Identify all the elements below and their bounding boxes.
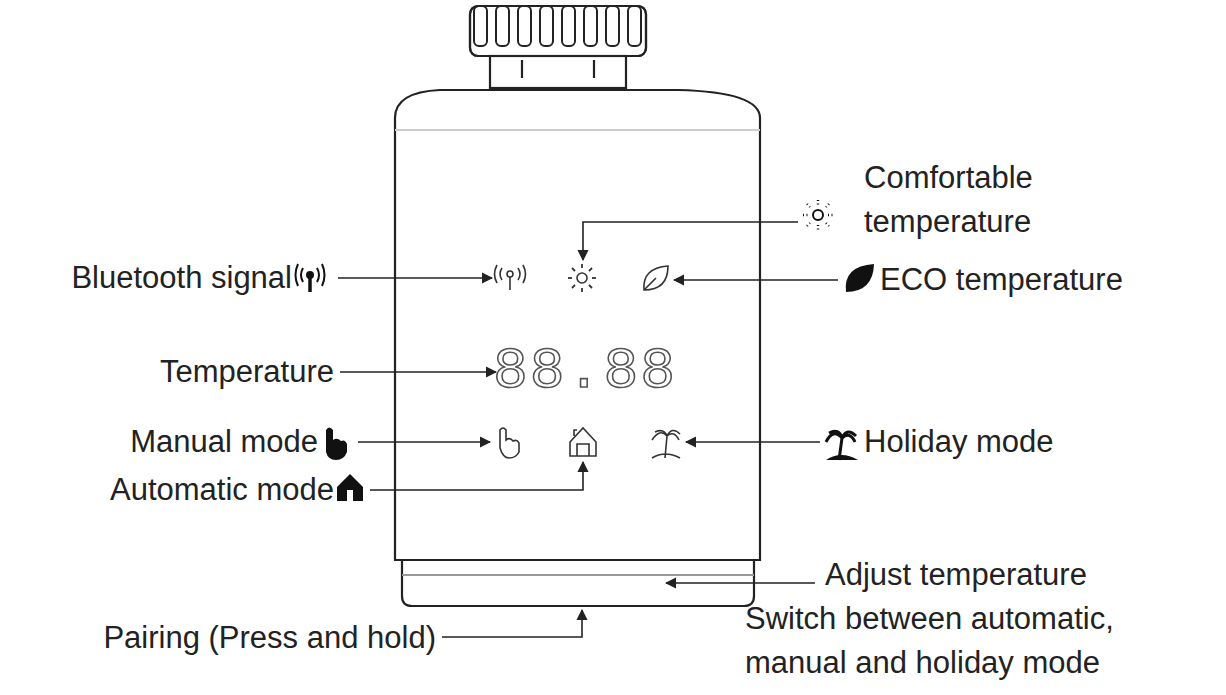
switch-label: Switch between automatic, manual and hol… — [745, 597, 1223, 685]
manual-label: Manual mode — [130, 420, 318, 464]
automatic-label: Automatic mode — [110, 468, 334, 512]
holiday-label: Holiday mode — [864, 420, 1054, 464]
display-digits: 88.88 — [493, 342, 677, 402]
adjust-label: Adjust temperature — [825, 553, 1087, 597]
pairing-label: Pairing (Press and hold) — [103, 616, 436, 660]
comfort-label: Comfortable temperature — [864, 156, 1064, 244]
temperature-label: Temperature — [160, 350, 334, 394]
bluetooth-label: Bluetooth signal — [71, 256, 292, 300]
eco-label: ECO temperature — [880, 258, 1123, 302]
